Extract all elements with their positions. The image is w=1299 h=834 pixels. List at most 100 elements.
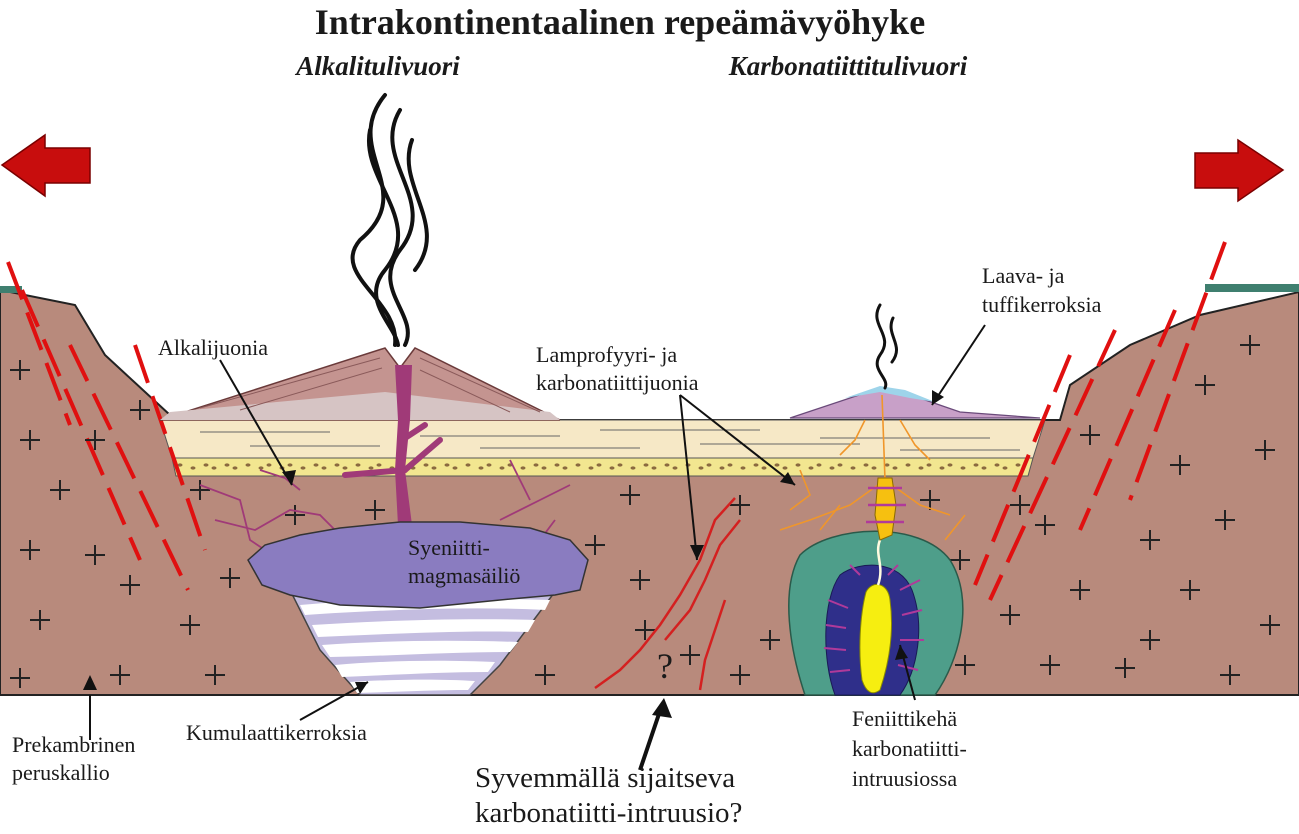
pebble	[245, 463, 251, 467]
syenite-label-line2: magmasäiliö	[408, 563, 520, 588]
fenite-label-line1: Feniittikehä	[852, 706, 957, 731]
pebble	[753, 463, 759, 467]
pebble	[321, 466, 327, 470]
pebble	[575, 463, 581, 467]
pebble	[863, 463, 869, 467]
lamprophyre-label-line1: Lamprofyyri- ja	[536, 342, 677, 367]
volcano-layer-lines	[199, 357, 541, 413]
conglomerate-pebbles	[177, 463, 1021, 470]
pebble	[782, 466, 788, 470]
bedrock-label-line1: Prekambrinen	[12, 732, 135, 757]
bedrock-cross-marks	[10, 335, 1280, 688]
pebble	[740, 466, 746, 470]
pebble	[850, 466, 856, 470]
pebble	[258, 466, 264, 470]
alkali-volcano-ash	[160, 392, 560, 420]
deep-intrusion-label-line1: Syvemmällä sijaitseva	[475, 762, 735, 794]
pebble	[664, 463, 670, 467]
small-smoke	[875, 303, 899, 390]
pebble	[816, 463, 822, 467]
pebble	[465, 463, 471, 467]
pebble	[719, 466, 725, 470]
syenite-label-line1: Syeniitti-	[408, 535, 490, 560]
pebble	[698, 466, 704, 470]
lamprophyre-dikes	[594, 497, 741, 691]
pebble	[355, 463, 361, 467]
alkali-dikes-label: Alkalijuonia	[158, 335, 268, 360]
pebble	[871, 466, 877, 470]
fenite-label-line2: karbonatiitti-	[852, 736, 967, 761]
pebble	[672, 466, 678, 470]
pebble	[444, 463, 450, 467]
pebble	[761, 466, 767, 470]
annotation-arrowheads	[83, 390, 944, 718]
pebble	[706, 463, 712, 467]
carbonatite-volcano-label: Karbonatiittitulivuori	[728, 51, 968, 81]
pebble	[190, 466, 196, 470]
pebble	[376, 463, 382, 467]
ground-surface-right	[1205, 284, 1299, 292]
pebble	[334, 463, 340, 467]
pebble	[884, 463, 890, 467]
pebble	[478, 466, 484, 470]
pebble	[287, 463, 293, 467]
upper-carbonatite-body	[874, 477, 897, 541]
pebble	[499, 466, 505, 470]
pebble	[562, 466, 568, 470]
pebble	[588, 466, 594, 470]
pebble	[981, 466, 987, 470]
pebble	[520, 466, 526, 470]
pebble	[533, 463, 539, 467]
pebble	[892, 466, 898, 470]
lava-label-line2: tuffikerroksia	[982, 292, 1102, 317]
carbonatite-thin-feeder	[876, 539, 882, 586]
pebble	[554, 463, 560, 467]
magma-conduit	[395, 365, 412, 525]
fenite-label-line3: intruusiossa	[852, 766, 957, 791]
pebble	[939, 466, 945, 470]
pebble	[905, 463, 911, 467]
pebble	[211, 466, 217, 470]
lava-label-line1: Laava- ja	[982, 263, 1065, 288]
alkali-volcano-label: Alkalitulivuori	[294, 51, 460, 81]
pebble	[947, 463, 953, 467]
pebble	[1002, 466, 1008, 470]
pebble	[609, 466, 615, 470]
cumulate-label: Kumulaattikerroksia	[186, 720, 367, 745]
pebble	[232, 466, 238, 470]
pebble	[313, 463, 319, 467]
pebble	[203, 463, 209, 467]
pebble	[452, 466, 458, 470]
pebble	[423, 463, 429, 467]
pebble	[926, 463, 932, 467]
pebble	[918, 466, 924, 470]
deep-intrusion-label-line2: karbonatiitti-intruusio?	[475, 797, 742, 829]
pebble	[960, 466, 966, 470]
pebble	[300, 466, 306, 470]
conduit-branches	[342, 422, 443, 478]
pebble	[342, 466, 348, 470]
pebble	[973, 463, 979, 467]
bedrock-label-line2: peruskallio	[12, 760, 110, 785]
pebble	[808, 466, 814, 470]
lava-layer-blue	[845, 386, 935, 402]
pebble	[1015, 463, 1021, 467]
carbonatite-volcano-cone	[789, 387, 1041, 419]
lamprophyre-label-line2: karbonatiittijuonia	[536, 370, 699, 395]
extension-arrow-left-icon	[0, 133, 91, 198]
pebble	[795, 463, 801, 467]
pebble	[837, 463, 843, 467]
carbonatite-yellow-plug	[859, 584, 892, 694]
sediment-lines	[200, 429, 1020, 451]
pebble	[994, 463, 1000, 467]
pebble	[266, 463, 272, 467]
question-mark: ?	[657, 646, 673, 686]
volcano-smoke-plume	[350, 93, 429, 347]
extension-arrow-right-icon	[1194, 138, 1285, 203]
pebble	[727, 463, 733, 467]
pebble	[541, 466, 547, 470]
pebble	[617, 463, 623, 467]
fault-lines	[6, 241, 1227, 601]
